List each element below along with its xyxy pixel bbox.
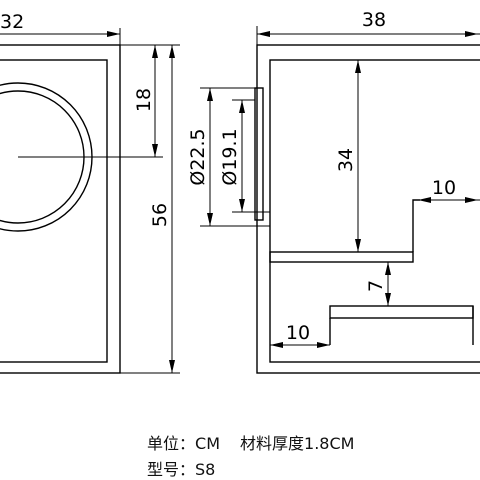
bottom-step-arrow-left — [270, 342, 283, 348]
model-value: S8 — [195, 460, 216, 479]
upper-height-arrow-top — [355, 60, 361, 73]
upper-height-arrow-bottom — [355, 239, 361, 252]
brace-gap-arrow-top — [385, 262, 391, 275]
step-width-arrow-right — [465, 197, 478, 203]
front-inner-panel — [0, 59, 108, 363]
port-inner-diameter-label: Ø19.1 — [219, 128, 241, 185]
material-label: 材料厚度 — [240, 434, 305, 453]
bottom-step-label: 10 — [286, 322, 310, 344]
lower-brace — [329, 305, 474, 319]
model-note: 型号：S8 — [147, 456, 215, 480]
brace-gap-label: 7 — [365, 280, 387, 292]
port-inner-arrow-bottom — [239, 199, 245, 212]
port-flange — [254, 87, 264, 221]
step-width-arrow-left — [418, 197, 431, 203]
upper-shelf — [269, 251, 414, 263]
front-width-arrow — [107, 31, 120, 37]
model-label: 型号： — [147, 460, 196, 479]
side-depth-arrow-right — [465, 31, 478, 37]
front-height-label: 56 — [149, 203, 171, 227]
upper-height-label: 34 — [335, 148, 357, 172]
side-depth-label: 38 — [362, 9, 386, 31]
port-inner-arrow-top — [239, 100, 245, 113]
step-width-label: 10 — [432, 177, 456, 199]
port-outer-arrow-top — [207, 88, 213, 101]
port-outer-diameter-label: Ø22.5 — [187, 128, 209, 185]
bottom-step-arrow-right — [317, 342, 330, 348]
woofer-offset-arrow-bottom — [152, 144, 158, 157]
front-view: 32 56 18 — [0, 11, 180, 374]
side-inner-panel — [269, 59, 480, 363]
unit-label: 单位： — [147, 434, 196, 453]
port-view: Ø22.5 Ø19.1 — [187, 87, 270, 227]
step-baffle — [412, 199, 420, 252]
unit-value: CM — [195, 434, 220, 453]
side-outer-panel — [256, 44, 480, 374]
side-view: 38 34 10 7 10 — [256, 9, 480, 374]
woofer-offset-label: 18 — [133, 88, 155, 112]
woofer-offset-arrow-top — [152, 45, 158, 58]
side-depth-arrow-left — [257, 31, 270, 37]
unit-note: 单位：CM 材料厚度1.8CM — [147, 430, 354, 454]
brace-gap-arrow-bottom — [385, 293, 391, 306]
material-value: 1.8CM — [304, 434, 355, 453]
front-height-arrow-top — [169, 45, 175, 58]
front-outer-panel — [0, 44, 121, 374]
front-width-label: 32 — [0, 11, 24, 33]
front-height-arrow-bottom — [169, 360, 175, 373]
port-outer-arrow-bottom — [207, 213, 213, 226]
